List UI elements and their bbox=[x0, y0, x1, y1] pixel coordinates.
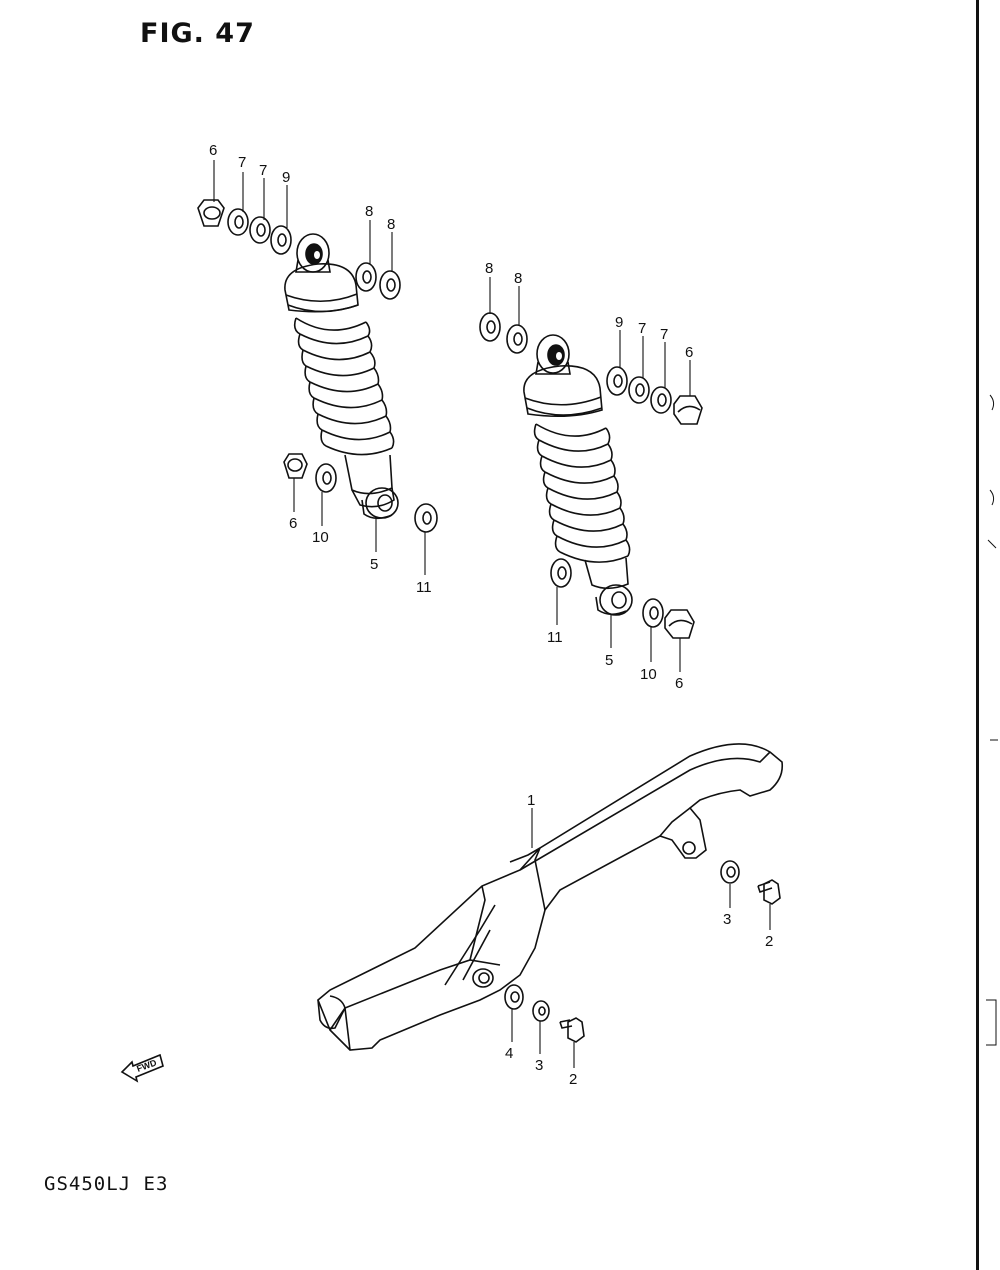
callout-9: 9 bbox=[282, 169, 290, 186]
callout-7: 7 bbox=[238, 154, 246, 171]
washer-8a bbox=[355, 262, 377, 292]
callout-2: 2 bbox=[765, 933, 773, 950]
washer-10-left bbox=[315, 463, 337, 493]
callout-7: 7 bbox=[638, 320, 646, 337]
left-shock-absorber[interactable] bbox=[284, 233, 399, 520]
callout-3: 3 bbox=[535, 1057, 543, 1074]
callout-6: 6 bbox=[209, 142, 217, 159]
washer-10-right bbox=[642, 598, 664, 628]
washer-7a bbox=[227, 208, 249, 236]
collar-3-right bbox=[720, 860, 740, 884]
washer-8d bbox=[506, 324, 528, 354]
callout-11: 11 bbox=[416, 579, 432, 596]
washer-7b bbox=[249, 216, 271, 244]
callout-labels: 6 7 7 9 8 8 6 10 5 11 8 8 9 7 7 6 11 5 1… bbox=[209, 142, 773, 1088]
callout-10: 10 bbox=[640, 666, 657, 683]
callout-11: 11 bbox=[547, 629, 563, 646]
callout-8: 8 bbox=[365, 203, 373, 220]
model-code: GS450LJ E3 bbox=[44, 1173, 169, 1195]
callout-7: 7 bbox=[259, 162, 267, 179]
washer-11-right bbox=[550, 558, 572, 588]
right-shock-absorber[interactable] bbox=[523, 334, 633, 616]
callout-8: 8 bbox=[514, 270, 522, 287]
callout-5: 5 bbox=[370, 556, 378, 573]
washer-8b bbox=[379, 270, 401, 300]
leader-lines bbox=[213, 160, 771, 1068]
callout-10: 10 bbox=[312, 529, 329, 546]
washer-7d bbox=[650, 386, 672, 414]
callout-1: 1 bbox=[527, 792, 535, 809]
callout-7: 7 bbox=[660, 326, 668, 343]
callout-5: 5 bbox=[605, 652, 613, 669]
cap-nut-6-right bbox=[673, 395, 703, 425]
callout-8: 8 bbox=[485, 260, 493, 277]
callout-6: 6 bbox=[675, 675, 683, 692]
fwd-arrow-icon: FWD bbox=[120, 1053, 164, 1083]
callout-2: 2 bbox=[569, 1071, 577, 1088]
callout-3: 3 bbox=[723, 911, 731, 928]
scan-edge-marks bbox=[986, 394, 998, 1046]
figure-title: FIG. 47 bbox=[140, 18, 255, 49]
callout-6: 6 bbox=[685, 344, 693, 361]
callout-4: 4 bbox=[505, 1045, 513, 1062]
collar-3-left bbox=[532, 1000, 550, 1022]
washer-8c bbox=[479, 312, 501, 342]
nut-6-left-lower bbox=[283, 453, 308, 479]
nut-6-top-left bbox=[197, 199, 225, 227]
callout-8: 8 bbox=[387, 216, 395, 233]
washer-7c bbox=[628, 376, 650, 404]
chain-case[interactable] bbox=[317, 743, 784, 1051]
page-edge-divider bbox=[976, 0, 979, 1270]
left-shock-hardware[interactable] bbox=[197, 199, 438, 533]
washer-9 bbox=[270, 225, 292, 255]
right-shock-hardware[interactable] bbox=[479, 312, 703, 639]
washer-4 bbox=[504, 984, 524, 1010]
callout-6: 6 bbox=[289, 515, 297, 532]
chain-case-hardware[interactable] bbox=[504, 860, 781, 1043]
callout-9: 9 bbox=[615, 314, 623, 331]
washer-11-left bbox=[414, 503, 438, 533]
cap-nut-6-right-lower bbox=[664, 609, 695, 639]
washer-9-right bbox=[606, 366, 628, 396]
